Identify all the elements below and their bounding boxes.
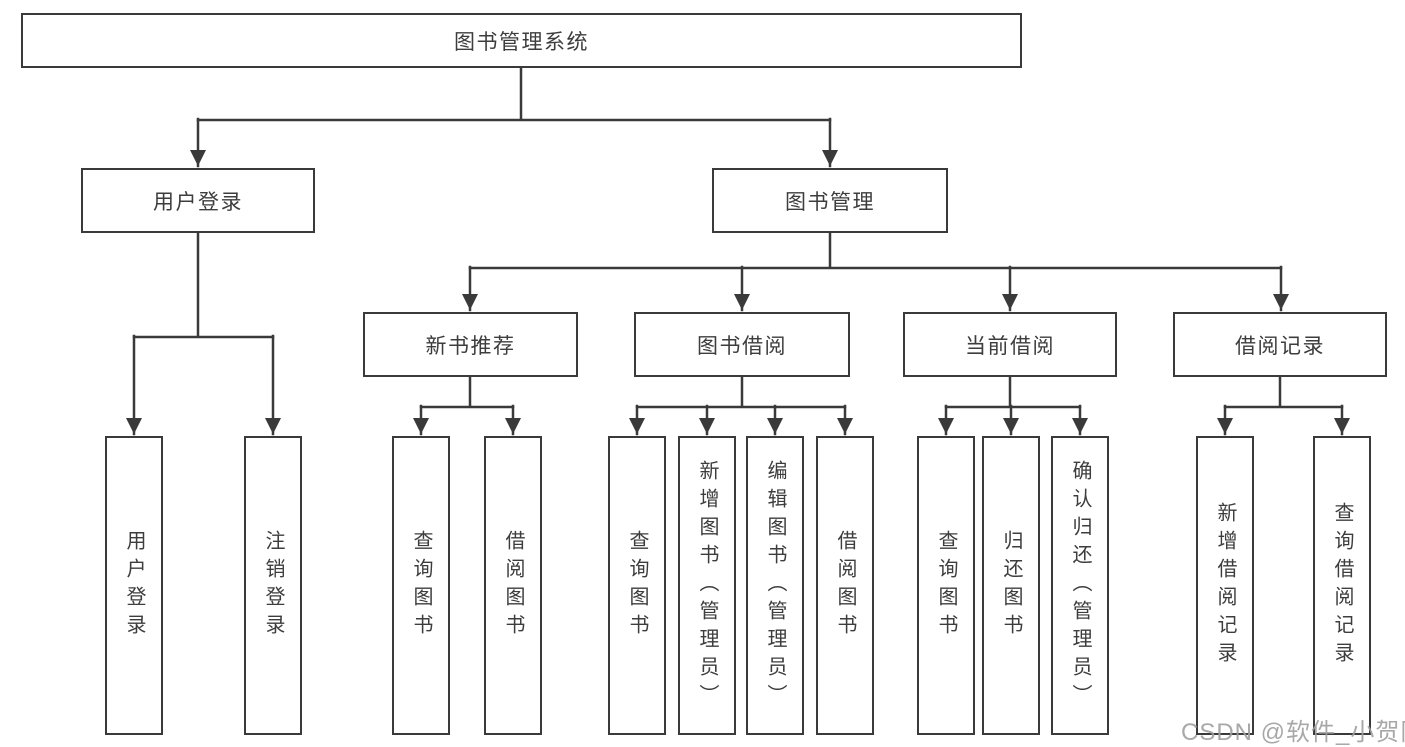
connector-recommend-trunk <box>419 375 515 409</box>
node-label: 新增借阅记录 <box>1214 501 1236 670</box>
node-label: 查询图书 <box>410 529 432 642</box>
node-borrowing-records: 借阅记录 <box>1173 312 1387 377</box>
node-label: 当前借阅 <box>965 334 1055 358</box>
node-label: 借阅图书 <box>834 529 856 642</box>
node-return-books: 归还图书 <box>982 436 1040 735</box>
node-borrow-books-borrowing: 借阅图书 <box>816 436 874 735</box>
node-label: 借阅图书 <box>502 529 524 642</box>
node-label: 确认归还（管理员） <box>1069 459 1091 712</box>
node-add-books-admin: 新增图书（管理员） <box>678 436 736 735</box>
node-book-management: 图书管理 <box>712 168 948 233</box>
node-edit-books-admin: 编辑图书（管理员） <box>746 436 804 735</box>
connector-user-login-trunk <box>132 231 275 339</box>
node-label: 编辑图书（管理员） <box>764 459 786 712</box>
node-new-book-recommendation: 新书推荐 <box>363 312 578 377</box>
node-query-books-borrowing: 查询图书 <box>608 436 666 735</box>
node-add-borrowing-record: 新增借阅记录 <box>1196 436 1254 735</box>
node-label: 查询借阅记录 <box>1331 501 1353 670</box>
connector-current-trunk <box>944 375 1082 409</box>
node-label: 用户登录 <box>123 529 145 642</box>
node-book-management-system: 图书管理系统 <box>21 13 1022 68</box>
node-query-books-recommend: 查询图书 <box>392 436 450 735</box>
node-label: 查询图书 <box>935 529 957 642</box>
node-query-borrowing-record: 查询借阅记录 <box>1313 436 1371 735</box>
node-current-borrowing: 当前借阅 <box>903 312 1117 377</box>
connector-book-management-trunk <box>468 231 1283 270</box>
node-label: 图书管理 <box>785 190 875 214</box>
node-label: 用户登录 <box>153 190 243 214</box>
node-user-login: 用户登录 <box>81 168 315 233</box>
node-borrow-books-recommend: 借阅图书 <box>484 436 542 735</box>
connector-borrowing-trunk <box>635 375 847 409</box>
connector-records-trunk <box>1223 375 1344 409</box>
node-label: 查询图书 <box>626 529 648 642</box>
node-label: 新书推荐 <box>425 334 516 358</box>
watermark: CSDN @软件_小贺同学 <box>1181 719 1405 746</box>
connector-root-trunk <box>196 66 832 122</box>
node-label: 新增图书（管理员） <box>696 459 718 712</box>
node-label: 借阅记录 <box>1235 334 1325 358</box>
node-user-login-leaf: 用户登录 <box>105 436 163 735</box>
node-book-borrowing: 图书借阅 <box>634 312 850 377</box>
node-query-books-current: 查询图书 <box>917 436 975 735</box>
node-label: 注销登录 <box>262 529 284 642</box>
node-confirm-return-admin: 确认归还（管理员） <box>1051 436 1109 735</box>
node-label: 归还图书 <box>1000 529 1022 642</box>
node-label: 图书管理系统 <box>454 30 589 54</box>
node-label: 图书借阅 <box>697 334 787 358</box>
node-logout: 注销登录 <box>244 436 302 735</box>
